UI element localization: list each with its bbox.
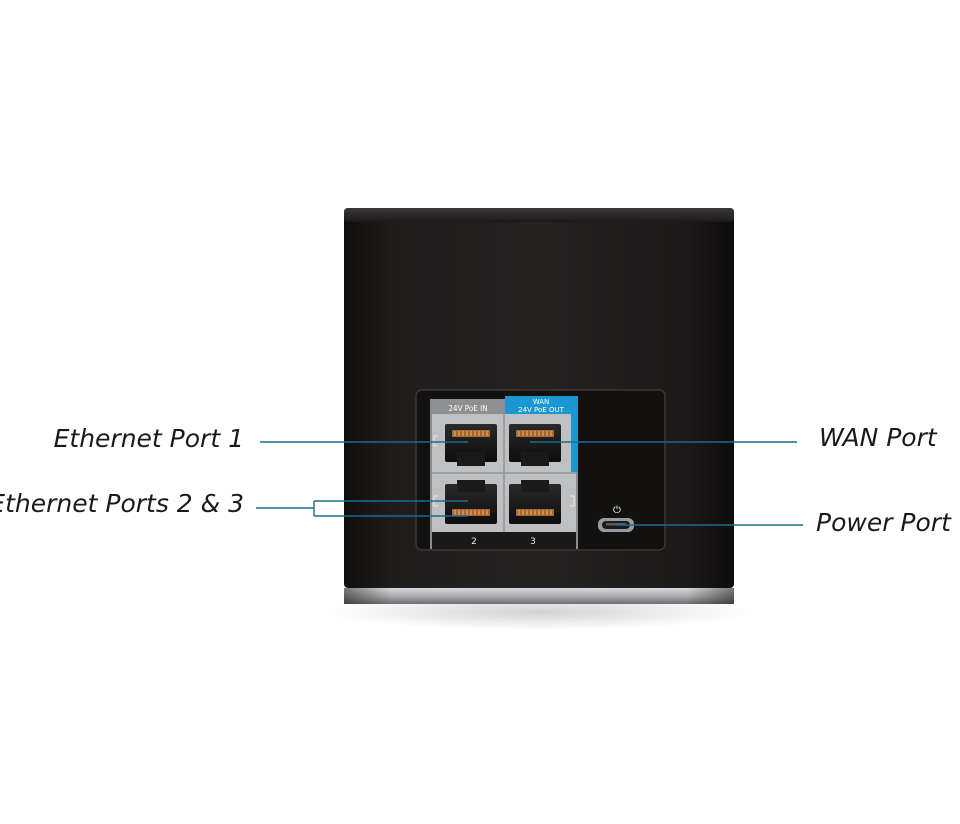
ethernet-port-1[interactable] (445, 424, 497, 466)
ethernet-ports-2-3-label: Ethernet Ports 2 & 3 (0, 489, 244, 518)
power-port-label: Power Port (816, 508, 951, 537)
ethernet-port-1-label: Ethernet Port 1 (53, 424, 244, 453)
ethernet-port-2[interactable] (445, 480, 497, 524)
poe-in-label: 24V PoE IN (448, 404, 487, 413)
port-2-number: 2 (471, 537, 477, 547)
power-icon: ⏻ (613, 505, 621, 516)
ethernet-port-3[interactable] (509, 480, 561, 524)
poe-out-label: 24V PoE OUT (518, 406, 564, 414)
wan-port-label: WAN Port (819, 423, 937, 452)
wan-port[interactable] (509, 424, 561, 466)
poe-in-tab (432, 399, 504, 414)
wan-tab (505, 396, 578, 414)
router-top-edge (344, 208, 734, 222)
port-3-number: 3 (530, 537, 536, 547)
power-port[interactable] (598, 518, 634, 532)
leader-lines (256, 441, 803, 526)
wan-tab-label: WAN (533, 398, 550, 406)
